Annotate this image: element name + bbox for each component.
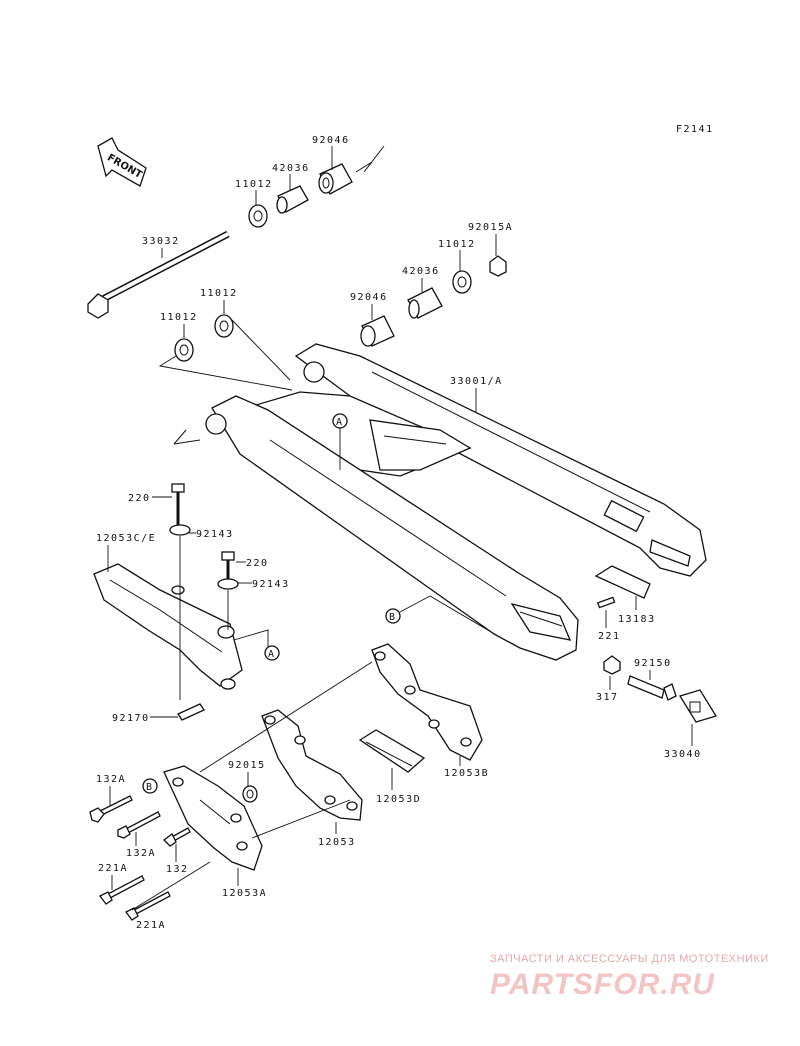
watermark-brand: PARTSFOR.RU: [490, 968, 715, 1001]
label-92150: 92150: [634, 658, 672, 669]
chain-guide-bolts: [89, 795, 191, 921]
label-42036-r: 42036: [402, 266, 440, 277]
watermark-tagline: ЗАПЧАСТИ И АКСЕССУАРЫ ДЛЯ МОТОТЕХНИКИ: [490, 953, 769, 965]
bearing-stack-right: [360, 255, 507, 347]
chain-slider: [358, 729, 426, 773]
label-317: 317: [596, 692, 619, 703]
chain-guide: [93, 563, 243, 690]
label-11012-l1: 11012: [200, 288, 238, 299]
label-33032: 33032: [142, 236, 180, 247]
pivot-shaft: [87, 230, 230, 319]
label-220-b: 220: [246, 558, 269, 569]
label-132A-b: 132A: [126, 848, 156, 859]
callout-b-top: B: [385, 608, 401, 624]
label-221A-a: 221A: [98, 863, 128, 874]
swingarm: [173, 343, 707, 661]
callout-a-top: A: [332, 413, 348, 470]
label-12053: 12053: [318, 837, 356, 848]
label-92046-r: 92046: [350, 292, 388, 303]
assembly-leaders: [131, 595, 431, 911]
label-92143-b: 92143: [252, 579, 290, 590]
label-11012-l2: 11012: [160, 312, 198, 323]
axle-adjuster-parts: [603, 655, 717, 723]
label-12053CE: 12053C/E: [96, 533, 156, 544]
label-11012-top: 11012: [235, 179, 273, 190]
label-92143-a: 92143: [196, 529, 234, 540]
label-12053B: 12053B: [444, 768, 489, 779]
watermark: ЗАПЧАСТИ И АКСЕССУАРЫ ДЛЯ МОТОТЕХНИКИ PA…: [490, 953, 769, 1001]
figure-code: F2141: [676, 124, 714, 135]
label-220-a: 220: [128, 493, 151, 504]
label-92170: 92170: [112, 713, 150, 724]
label-221: 221: [598, 631, 621, 642]
svg-text:A: A: [268, 649, 274, 660]
label-11012-r: 11012: [438, 239, 476, 250]
bearing-stack-top: [248, 145, 385, 228]
chain-guide-rear: [261, 709, 363, 821]
label-12053A: 12053A: [222, 888, 267, 899]
chain-guide-clip: [177, 703, 205, 721]
label-33001A: 33001/A: [450, 376, 503, 387]
part-labels: 92046 42036 11012 33032 92015A 11012 420…: [96, 135, 702, 931]
svg-text:B: B: [389, 612, 395, 623]
label-92015: 92015: [228, 760, 266, 771]
label-13183: 13183: [618, 614, 656, 625]
chain-guide-fasteners: [169, 483, 269, 700]
label-92046-top: 92046: [312, 135, 350, 146]
label-132: 132: [166, 864, 189, 875]
label-221A-b: 221A: [136, 920, 166, 931]
front-arrow-icon: FRONT: [97, 137, 147, 187]
label-12053D: 12053D: [376, 794, 421, 805]
callout-b-bottom: B: [142, 778, 158, 794]
label-33040: 33040: [664, 749, 702, 760]
chain-adjuster-plate: [594, 565, 651, 609]
label-132A-a: 132A: [96, 774, 126, 785]
label-92015A: 92015A: [468, 222, 513, 233]
svg-text:B: B: [146, 782, 152, 793]
chain-guide-front: [371, 643, 483, 761]
chain-guide-plate: [163, 765, 263, 871]
callout-a-bottom: A: [264, 645, 280, 661]
label-42036-top: 42036: [272, 163, 310, 174]
washer-92015: [242, 785, 258, 803]
oil-seals-left: [158, 314, 293, 391]
svg-text:A: A: [336, 417, 342, 428]
